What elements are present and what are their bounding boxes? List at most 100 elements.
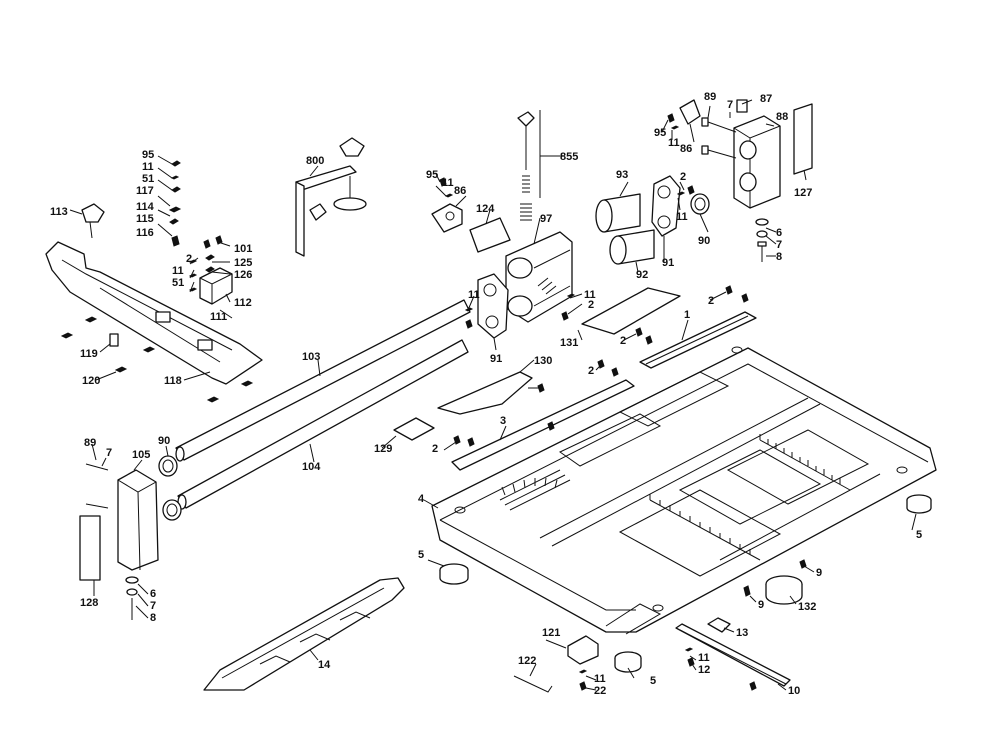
label-855: 855: [560, 151, 578, 163]
part-120: [114, 366, 128, 373]
label-119: 119: [80, 348, 98, 360]
label-5a: 5: [418, 549, 424, 561]
part-13: [707, 617, 731, 633]
label-91b: 91: [662, 257, 674, 269]
label-89b: 89: [704, 91, 716, 103]
label-124: 124: [476, 203, 495, 215]
label-105: 105: [132, 449, 150, 461]
label-126: 126: [234, 269, 252, 281]
label-128: [79, 515, 101, 581]
label-132: 132: [798, 601, 816, 613]
label-86a: 86: [454, 185, 466, 197]
rod-855: [517, 110, 541, 221]
bolt-head-b: [701, 145, 709, 155]
strip-131: [581, 287, 681, 335]
cap-87: [736, 99, 748, 113]
label-3: 3: [500, 415, 506, 427]
label-1: 1: [684, 309, 690, 321]
label-13: 13: [736, 627, 748, 639]
label-129: 129: [374, 443, 392, 455]
label-131: 131: [560, 337, 578, 349]
label-122: 122: [518, 655, 536, 667]
rail-3: [451, 379, 635, 471]
label-11g: 11: [668, 137, 680, 149]
ring-90-left: [158, 455, 182, 521]
label-22: 22: [594, 685, 606, 697]
label-2e: 2: [620, 335, 626, 347]
label-129: [393, 417, 435, 441]
label-6a: 6: [776, 227, 782, 239]
label-89a: 89: [84, 437, 96, 449]
label-101: 101: [234, 243, 252, 255]
plate-91-right: [651, 175, 681, 237]
label-11e: 11: [584, 289, 596, 301]
strip-130: [437, 371, 533, 415]
label-2f: 2: [588, 365, 594, 377]
arm-118: [45, 241, 263, 385]
label-118: 118: [164, 375, 182, 387]
label-5b: 5: [916, 529, 922, 541]
foot-right: [906, 494, 932, 514]
bolts-89-right: [707, 121, 737, 159]
label-121: 121: [542, 627, 560, 639]
tube-103: [175, 299, 471, 462]
label-127: [793, 103, 813, 175]
label-11d: 11: [468, 289, 480, 301]
roller-93: [595, 193, 641, 233]
label-7a: 7: [727, 99, 733, 111]
label-2b: 2: [588, 299, 594, 311]
ring-90-right: [690, 193, 710, 215]
label-7d: 7: [150, 600, 156, 612]
label-7c: 7: [106, 447, 112, 459]
bolt-stack-right: [755, 218, 769, 262]
housing-97: [505, 231, 573, 323]
key-122: [513, 675, 553, 693]
roller-92: [609, 229, 655, 265]
foot-left: [439, 563, 469, 585]
table-scale: [501, 434, 841, 555]
bolt-stack-left: [125, 576, 139, 620]
cap-86-right: [679, 99, 701, 125]
label-112: 112: [234, 297, 252, 309]
label-14: 14: [318, 659, 331, 671]
cap-86-center: [431, 203, 463, 233]
screws-arm: [60, 316, 254, 403]
label-104: 104: [302, 461, 321, 473]
label-51a: 51: [142, 173, 154, 185]
label-4: 4: [418, 493, 425, 505]
clamp-800: [295, 137, 367, 257]
foot-bottom: [614, 651, 642, 673]
label-2c: 2: [680, 171, 686, 183]
label-113: 113: [50, 206, 68, 218]
label-115: 115: [136, 213, 154, 225]
label-90b: 90: [698, 235, 710, 247]
rail-1: [639, 311, 757, 369]
label-93: 93: [616, 169, 628, 181]
label-95c: 95: [654, 127, 666, 139]
knob-113: [81, 203, 105, 239]
label-130: 130: [534, 355, 552, 367]
label-800: 800: [306, 155, 324, 167]
label-51b: 51: [172, 277, 184, 289]
leader-lines: [69, 99, 917, 691]
label-87: 87: [760, 93, 772, 105]
label-5c: 5: [650, 675, 656, 687]
label-12: 12: [698, 664, 710, 676]
label-86b: 86: [680, 143, 692, 155]
arm-14: [203, 577, 405, 691]
label-95a: 95: [142, 149, 154, 161]
label-11c: 11: [442, 177, 454, 189]
label-127: 127: [794, 187, 812, 199]
bolts-89-left: [85, 463, 109, 509]
label-10: 10: [788, 685, 800, 697]
label-9b: 9: [758, 599, 764, 611]
cover-105: [117, 469, 159, 571]
bolt-head-a: [701, 117, 709, 127]
label-2a: 2: [186, 253, 192, 265]
label-116: 116: [136, 227, 154, 239]
label-95b: 95: [426, 169, 438, 181]
plate-91-left: [477, 273, 509, 339]
bracket-88: [733, 115, 781, 209]
